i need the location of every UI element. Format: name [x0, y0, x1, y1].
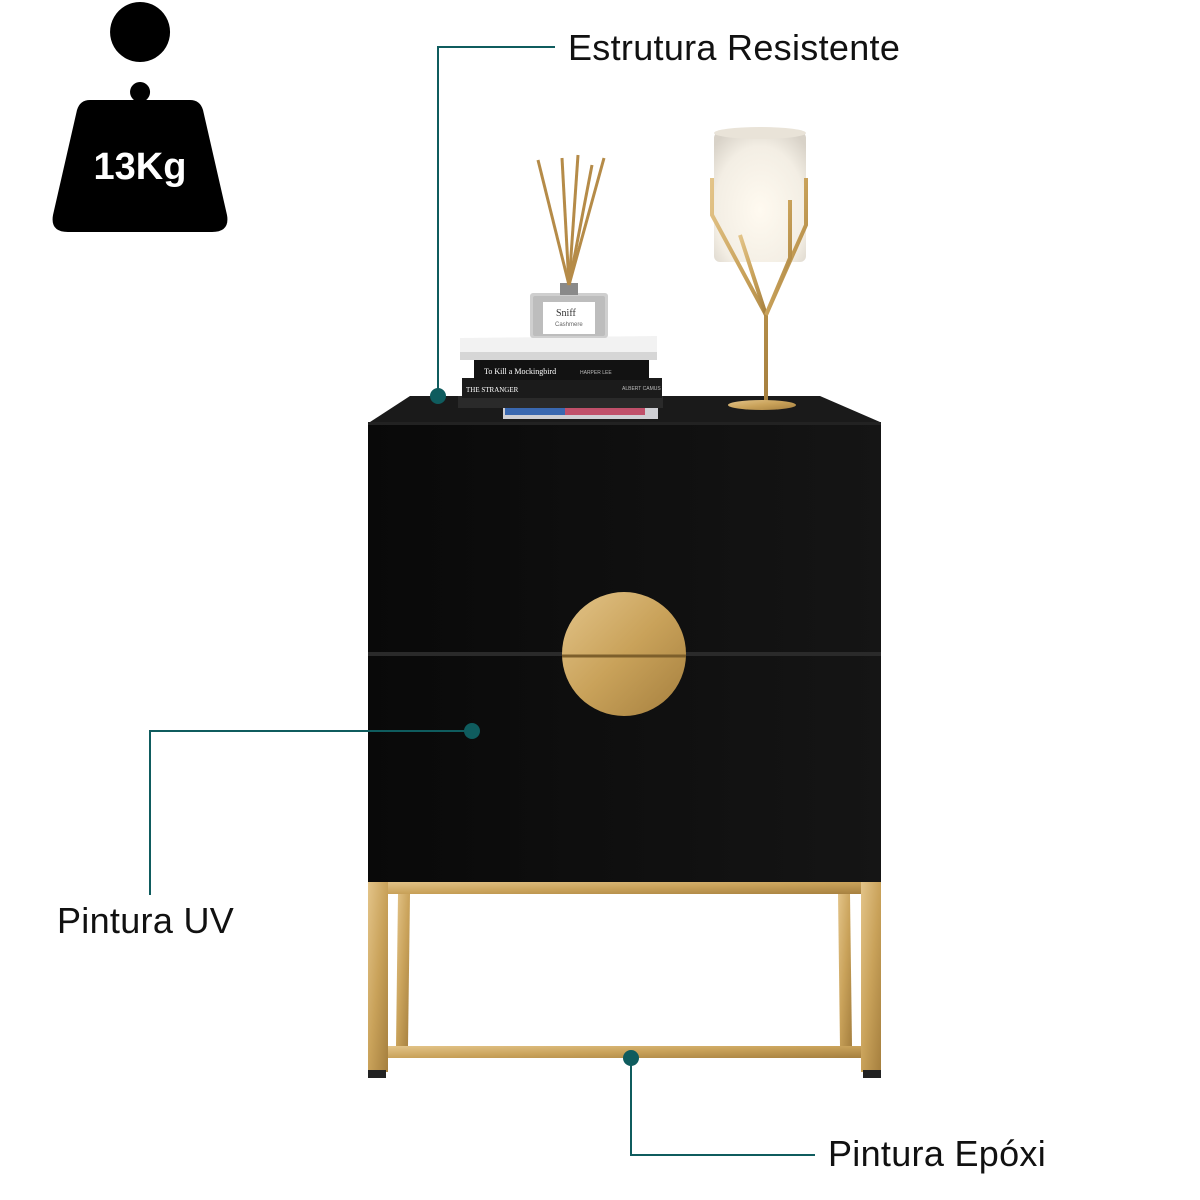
- callout-dot-top: [430, 388, 446, 404]
- gold-frame: [368, 882, 881, 1072]
- nightstand: [368, 396, 881, 1078]
- weight-icon: [52, 2, 228, 232]
- book-author-2: ALBERT CAMUS: [622, 386, 661, 392]
- callout-label-uv-paint: Pintura UV: [57, 900, 235, 941]
- books-stack: [458, 336, 663, 419]
- diffuser-sub: Cashmere: [555, 322, 583, 328]
- book-author-1: HARPER LEE: [580, 370, 612, 376]
- reed-diffuser: [530, 154, 608, 338]
- table-lamp: [710, 127, 808, 410]
- drawer-handle: [562, 592, 686, 716]
- callout-dot-left: [464, 723, 480, 739]
- diffuser-brand: Sniff: [556, 308, 576, 319]
- weight-value: 13Kg: [93, 146, 187, 188]
- callout-label-epoxy-paint: Pintura Epóxi: [828, 1133, 1047, 1174]
- book-title-1: To Kill a Mockingbird: [484, 367, 556, 376]
- callout-label-structure: Estrutura Resistente: [568, 27, 901, 68]
- callout-dot-bottom: [623, 1050, 639, 1066]
- callout-lines: [149, 46, 815, 1156]
- book-title-2: THE STRANGER: [466, 386, 519, 394]
